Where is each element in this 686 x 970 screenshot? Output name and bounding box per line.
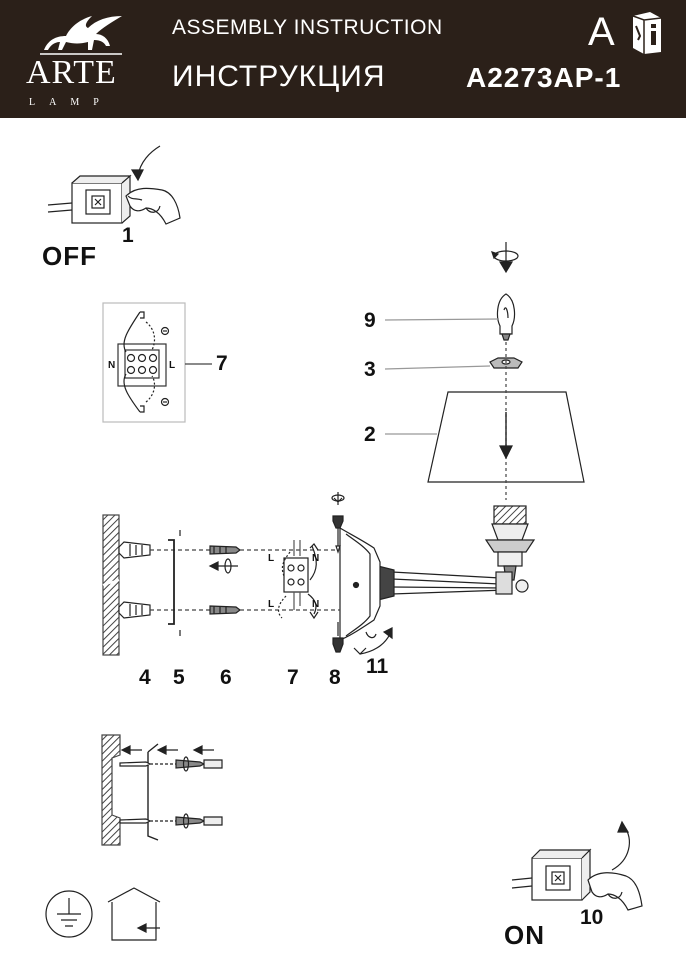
part-8-label: 8: [329, 666, 341, 689]
terminal-l-label: L: [169, 360, 176, 371]
wire-n-bottom-label: N: [312, 599, 320, 610]
terminal-block-diagram: [102, 302, 212, 423]
on-label: ON: [504, 920, 545, 950]
switch-off-illustration: [47, 174, 181, 225]
cap-screw-bottom: [332, 622, 344, 653]
wire-l-bottom-label: L: [268, 599, 275, 610]
part-6-label: 6: [220, 666, 232, 689]
model-number: A2273AP-1: [466, 62, 622, 93]
assembly-drawing: [45, 145, 643, 941]
rotate-arrow-icon: [353, 627, 393, 655]
header-bar: ARTE LAMP ASSEMBLY INSTRUCTION ИНСТРУКЦИ…: [0, 0, 686, 118]
dowel-bottom: [118, 601, 151, 619]
brand-subtitle: LAMP: [29, 97, 113, 108]
wire-l-top-label: L: [268, 553, 275, 564]
ground-symbol-icon: [45, 890, 93, 938]
step-1-label: 1: [122, 224, 134, 247]
screw-bottom: [209, 605, 241, 615]
curved-arrow-icon: [130, 145, 161, 182]
part-9-label: 9: [364, 309, 376, 332]
leader-line-9: [384, 318, 500, 321]
wall-arm: [377, 565, 513, 601]
title-english: ASSEMBLY INSTRUCTION: [172, 16, 443, 39]
dowel-top: [118, 541, 151, 559]
wiring-terminal-block: [277, 540, 319, 620]
switch-on-illustration: [511, 848, 643, 911]
language-letter: A: [588, 10, 615, 54]
part-2-label: 2: [364, 423, 376, 446]
part-5-label: 5: [173, 666, 185, 689]
bracket-detail: [147, 743, 159, 841]
mounting-bracket: [168, 530, 181, 636]
terminal-n-label: N: [108, 360, 116, 371]
off-label: OFF: [42, 241, 97, 271]
assembly-arrows-detail: [119, 745, 223, 829]
step-10-label: 10: [580, 906, 604, 929]
lamp-holder: [484, 505, 536, 593]
screw-top: [209, 545, 241, 555]
part-7-terminal-label: 7: [216, 352, 228, 375]
cap-screw-top: [331, 492, 345, 554]
light-bulb: [496, 293, 516, 341]
step-11-label: 11: [366, 655, 389, 678]
wire-n-top-label: N: [312, 553, 320, 564]
winged-lion-logo-icon: [40, 16, 122, 55]
title-russian: ИНСТРУКЦИЯ: [172, 60, 386, 93]
wall-plate: [339, 526, 381, 641]
screw-direction-arrow-icon: [208, 558, 238, 574]
rotate-arrow-icon: [491, 242, 519, 274]
part-7-label: 7: [287, 666, 299, 689]
part-3-label: 3: [364, 358, 376, 381]
indoor-house-icon: [107, 887, 161, 941]
part-4-label: 4: [139, 666, 151, 689]
manual-book-icon: [632, 12, 662, 54]
curved-arrow-icon: [611, 820, 630, 871]
wall-section-detail: [101, 734, 121, 846]
brand-name: ARTE: [26, 54, 117, 91]
wall-section: [102, 514, 120, 656]
leader-line-3: [384, 365, 491, 370]
